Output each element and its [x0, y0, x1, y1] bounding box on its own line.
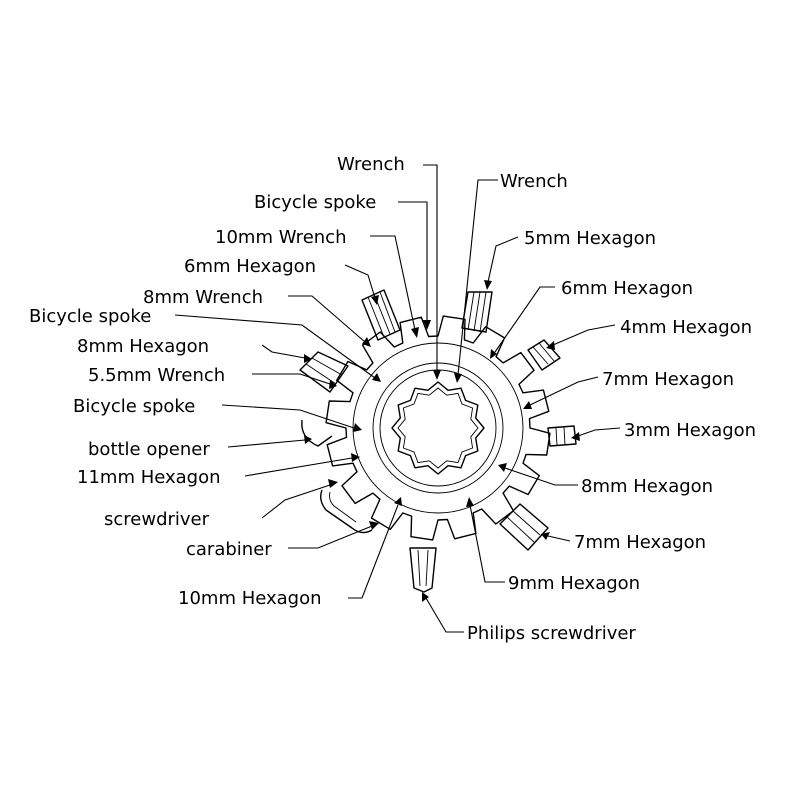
label-11mm-hexagon: 11mm Hexagon: [77, 467, 221, 488]
leader-arrowheads: [304, 280, 580, 602]
hex-bit-7mm-lower: [499, 503, 549, 551]
label-9mm-hexagon: 9mm Hexagon: [508, 573, 640, 594]
label-philips-screwdriver: Philips screwdriver: [467, 623, 636, 644]
carabiner-clip: [319, 489, 373, 534]
inner-ring-middle: [372, 362, 504, 494]
label-bottle-opener: bottle opener: [88, 439, 210, 460]
hex-bit-8mm-left: [299, 351, 349, 393]
label-wrench-right: Wrench: [500, 171, 568, 192]
inner-ring-outer: [352, 342, 524, 514]
hex-bit-4mm: [527, 339, 561, 371]
label-6mm-hexagon-right: 6mm Hexagon: [561, 278, 693, 299]
labels: Wrench Wrench Bicycle spoke 10mm Wrench …: [29, 154, 756, 644]
leader-lines: [174, 164, 621, 633]
label-bicycle-spoke-lower: Bicycle spoke: [73, 396, 195, 417]
label-3mm-hexagon: 3mm Hexagon: [624, 420, 756, 441]
hex-bit-5mm: [461, 291, 493, 333]
label-10mm-wrench: 10mm Wrench: [215, 227, 346, 248]
label-8mm-hexagon-right: 8mm Hexagon: [581, 476, 713, 497]
label-4mm-hexagon: 4mm Hexagon: [620, 317, 752, 338]
inner-ring-inner: [379, 369, 497, 487]
label-10mm-hexagon: 10mm Hexagon: [178, 588, 322, 609]
hex-bit-3mm: [547, 425, 577, 447]
label-bicycle-spoke-left: Bicycle spoke: [29, 306, 151, 327]
philips-bit: [409, 547, 437, 593]
label-bicycle-spoke-top: Bicycle spoke: [254, 192, 376, 213]
label-screwdriver: screwdriver: [104, 509, 210, 530]
label-8mm-wrench: 8mm Wrench: [143, 287, 263, 308]
label-5-5mm-wrench: 5.5mm Wrench: [88, 365, 225, 386]
label-wrench-top: Wrench: [337, 154, 405, 175]
label-8mm-hexagon-left: 8mm Hexagon: [77, 336, 209, 357]
label-carabiner: carabiner: [186, 539, 272, 560]
label-6mm-hexagon-left: 6mm Hexagon: [184, 256, 316, 277]
center-star-outer: [391, 381, 485, 475]
label-7mm-hexagon-right: 7mm Hexagon: [602, 369, 734, 390]
label-5mm-hexagon: 5mm Hexagon: [524, 228, 656, 249]
label-7mm-hexagon-lower: 7mm Hexagon: [574, 532, 706, 553]
center-star-inner: [397, 387, 479, 469]
multitool-drawing: [299, 289, 577, 593]
